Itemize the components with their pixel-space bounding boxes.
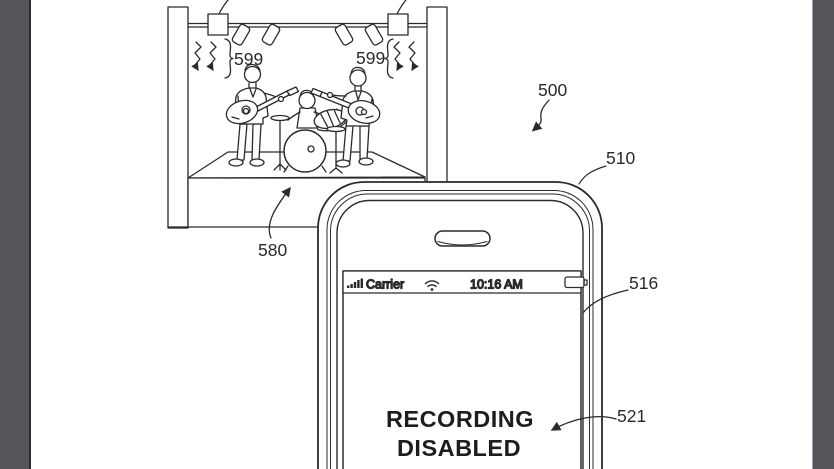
- recording-disabled-line2: DISABLED: [397, 435, 521, 461]
- status-bar: Carrier 10:16 AM: [342, 270, 588, 294]
- time-label: 10:16 AM: [470, 278, 523, 292]
- signal-brace-left: [224, 38, 234, 79]
- phone-body: [317, 181, 603, 469]
- leader-521: [550, 416, 617, 431]
- phone-bezel-line-1: [326, 190, 594, 469]
- wifi-icon: [424, 280, 440, 291]
- label-500: 500: [538, 80, 567, 100]
- signal-waves-left: [191, 41, 217, 72]
- signal-bars-icon: [347, 278, 363, 288]
- stage-light-3: [334, 23, 354, 46]
- stage-light-2: [261, 23, 281, 46]
- earpiece-speaker-shadow: [437, 240, 488, 246]
- letterbox-left: [0, 0, 31, 469]
- recording-disabled-line1: RECORDING: [386, 406, 534, 432]
- recording-disabled-text: RECORDING DISABLED: [386, 406, 534, 461]
- emitter-right: [387, 13, 409, 36]
- emitter-left: [207, 13, 229, 36]
- label-521: 521: [617, 406, 646, 426]
- label-510: 510: [606, 148, 635, 168]
- label-516: 516: [629, 273, 658, 293]
- leader-580: [268, 186, 291, 239]
- label-599-left: 599: [234, 49, 263, 69]
- emitter-leader-right: [396, 0, 407, 15]
- signal-waves-right: [393, 41, 419, 72]
- guitarist-right: [310, 66, 381, 168]
- stage-light-4: [364, 23, 384, 46]
- battery-icon: [564, 276, 588, 289]
- emitter-leader-left: [218, 0, 229, 15]
- phone-bezel-line-3: [336, 199, 584, 469]
- patent-figure: Carrier 10:16 AM RECORDING DISABL: [167, 0, 658, 469]
- phone-bezel-line-2: [330, 193, 590, 469]
- stage-left-post: [167, 6, 189, 229]
- guitarist-left: [225, 63, 300, 167]
- carrier-label: Carrier: [366, 278, 404, 292]
- stage-right-post: [426, 6, 448, 183]
- leader-510: [578, 165, 607, 185]
- leader-516: [582, 289, 629, 314]
- letterbox-right: [812, 0, 834, 469]
- earpiece-speaker: [434, 230, 491, 247]
- smartphone: Carrier 10:16 AM RECORDING DISABL: [317, 181, 603, 469]
- stage-light-1: [231, 23, 251, 46]
- leader-500: [531, 99, 550, 132]
- label-580: 580: [258, 240, 287, 260]
- signal-brace-right: [384, 38, 394, 79]
- label-599-right: 599: [356, 48, 385, 68]
